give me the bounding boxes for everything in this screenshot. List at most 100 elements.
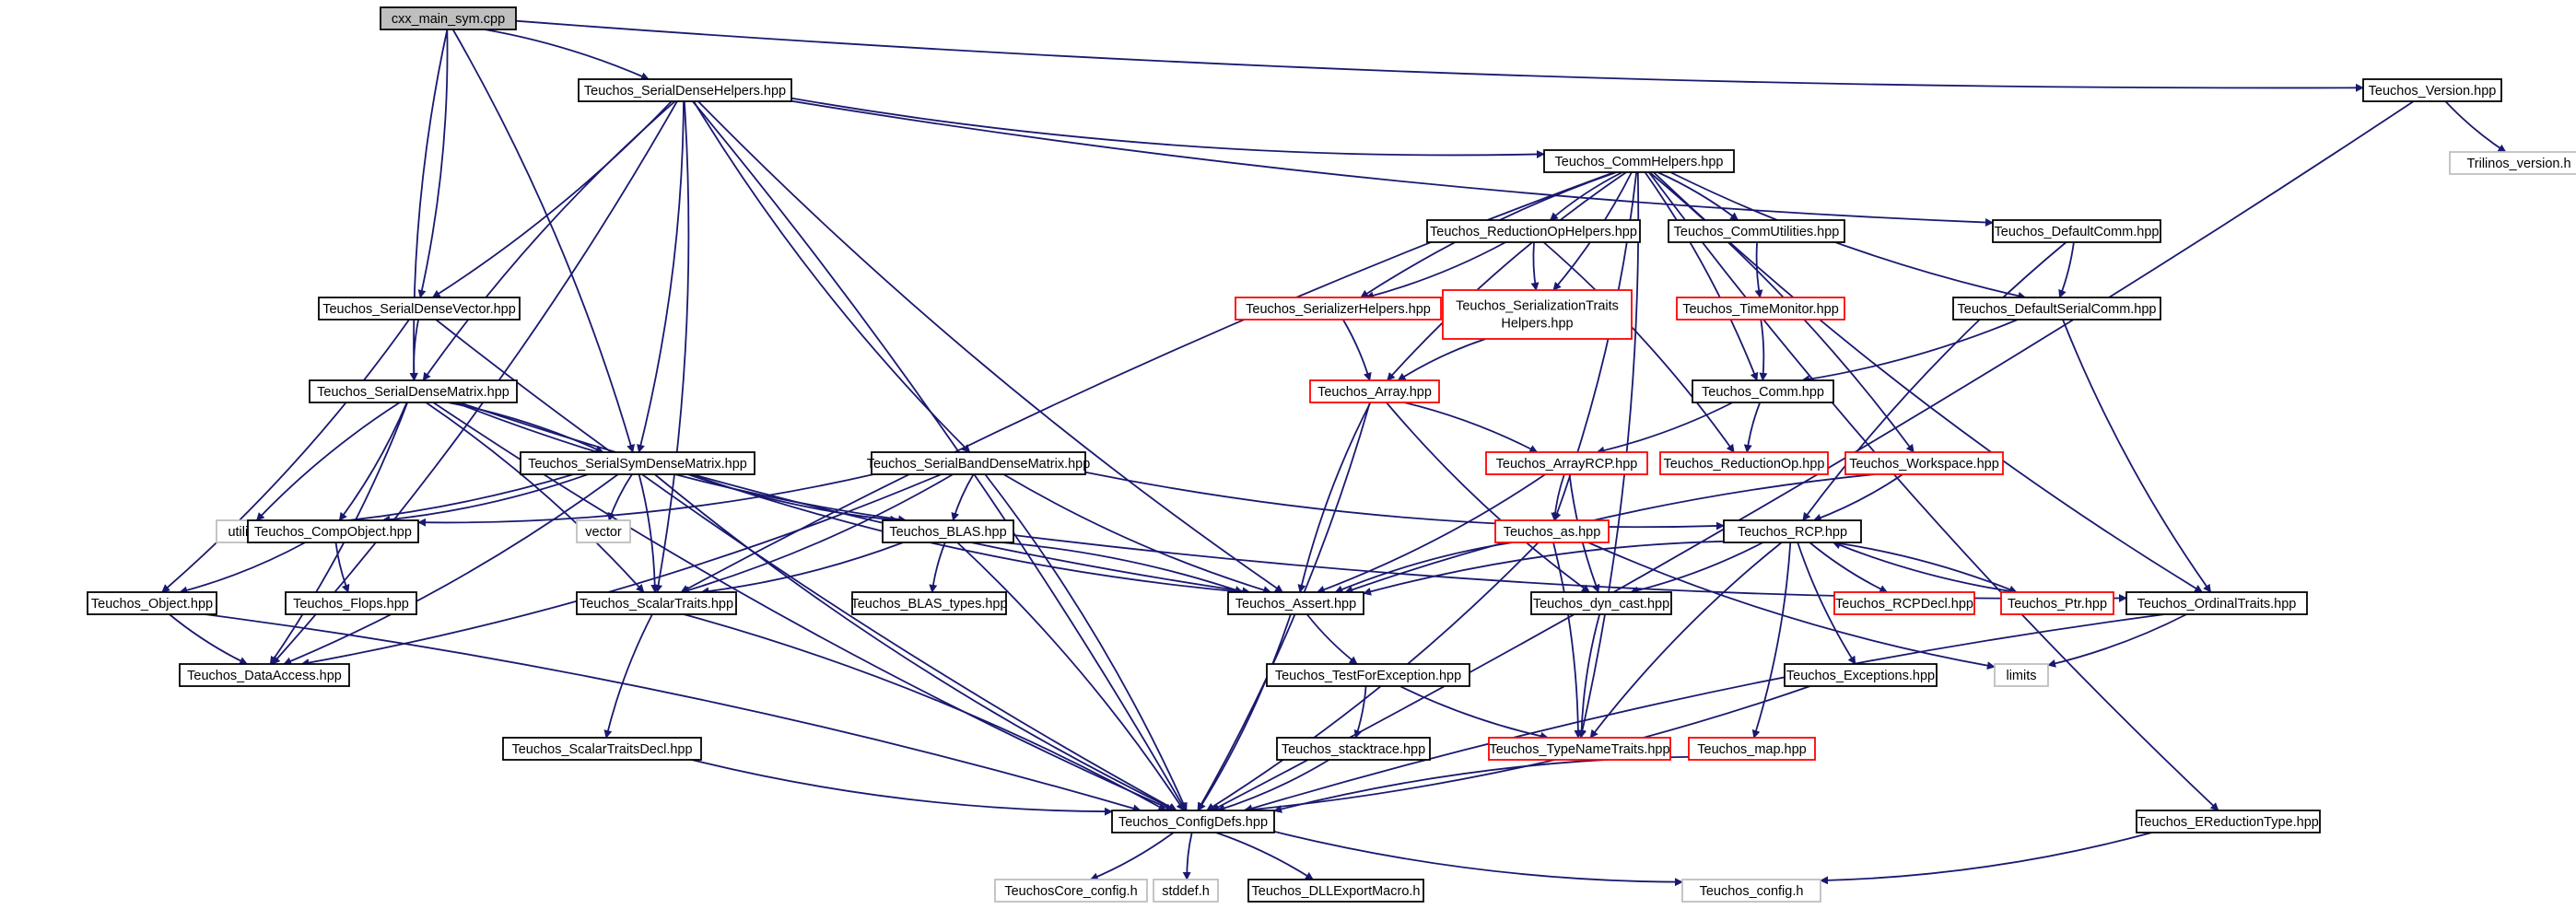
- node-box: [1309, 379, 1440, 403]
- node-box: [1111, 810, 1275, 833]
- edge-SerialDenseMatrix-to-ScalarTraits: [425, 402, 645, 593]
- node-SerialDenseMatrix[interactable]: Teuchos_SerialDenseMatrix.hpp: [309, 379, 518, 403]
- node-box: [1266, 663, 1470, 687]
- node-label: Teuchos_ReductionOp.hpp: [1664, 457, 1825, 472]
- node-box: [1688, 737, 1816, 761]
- edge-SerialBandDenseMatrix-to-CompObject: [417, 473, 874, 527]
- node-DefaultSerialComm[interactable]: Teuchos_DefaultSerialComm.hpp: [1952, 297, 2161, 320]
- node-map[interactable]: Teuchos_map.hpp: [1688, 737, 1816, 761]
- node-box: [1668, 219, 1845, 243]
- node-Assert[interactable]: Teuchos_Assert.hpp: [1227, 591, 1364, 615]
- node-cxx_main_sym[interactable]: cxx_main_sym.cpp: [380, 6, 517, 30]
- node-Trilinos_version: Trilinos_version.h: [2449, 151, 2576, 175]
- edge-Ptr-to-RCP: [1832, 541, 2017, 593]
- node-SerialBandDenseMatrix[interactable]: Teuchos_SerialBandDenseMatrix.hpp: [867, 451, 1091, 475]
- node-DefaultComm[interactable]: Teuchos_DefaultComm.hpp: [1992, 219, 2161, 243]
- node-label: Teuchos_RCPDecl.hpp: [1835, 597, 1973, 612]
- node-SerializerHelpers[interactable]: Teuchos_SerializerHelpers.hpp: [1235, 297, 1442, 320]
- node-RCP[interactable]: Teuchos_RCP.hpp: [1723, 519, 1862, 543]
- node-box: [1723, 519, 1862, 543]
- node-SerialDenseHelpers[interactable]: Teuchos_SerialDenseHelpers.hpp: [578, 78, 792, 102]
- node-box: [1485, 451, 1648, 475]
- node-DLLExportMacro[interactable]: Teuchos_DLLExportMacro.h: [1247, 879, 1424, 903]
- node-ArrayRCP[interactable]: Teuchos_ArrayRCP.hpp: [1485, 451, 1648, 475]
- node-TypeNameTraits[interactable]: Teuchos_TypeNameTraits.hpp: [1488, 737, 1671, 761]
- node-box: [1426, 219, 1641, 243]
- edge-CommHelpers-to-Comm: [1644, 171, 1759, 381]
- edge-TestForException-to-TypeNameTraits: [1399, 685, 1549, 740]
- node-Flops[interactable]: Teuchos_Flops.hpp: [285, 591, 417, 615]
- node-label: cxx_main_sym.cpp: [392, 12, 505, 27]
- edge-SerialBandDenseMatrix-to-BLAS: [951, 473, 975, 521]
- node-Array[interactable]: Teuchos_Array.hpp: [1309, 379, 1440, 403]
- edge-cxx_main_sym-to-SerialSymDenseMatrix: [451, 29, 635, 453]
- node-as[interactable]: Teuchos_as.hpp: [1494, 519, 1610, 543]
- edge-ScalarTraits-to-ConfigDefs: [683, 613, 1167, 811]
- node-box: [309, 379, 518, 403]
- edge-DefaultSerialComm-to-OrdinalTraits: [2062, 319, 2212, 593]
- edge-SerialDenseHelpers-to-SerialDenseMatrix: [422, 100, 676, 381]
- node-box: [1692, 379, 1834, 403]
- node-Version[interactable]: Teuchos_Version.hpp: [2362, 78, 2502, 102]
- node-label: Teuchos_ArrayRCP.hpp: [1496, 457, 1638, 472]
- node-label: Teuchos_Object.hpp: [91, 597, 213, 612]
- node-box: [2362, 78, 2502, 102]
- edge-TimeMonitor-to-Comm: [1759, 319, 1768, 381]
- node-label: Teuchos_DLLExportMacro.h: [1252, 884, 1421, 899]
- node-OrdinalTraits[interactable]: Teuchos_OrdinalTraits.hpp: [2125, 591, 2308, 615]
- node-label: TeuchosCore_config.h: [1004, 884, 1137, 899]
- node-ReductionOp[interactable]: Teuchos_ReductionOp.hpp: [1659, 451, 1829, 475]
- edge-OrdinalTraits-to-limits: [2047, 613, 2187, 668]
- node-Ptr[interactable]: Teuchos_Ptr.hpp: [2000, 591, 2114, 615]
- node-box: [1952, 297, 2161, 320]
- node-box: [318, 297, 521, 320]
- edge-SerialDenseHelpers-to-SerialDenseVector: [431, 100, 673, 298]
- node-Comm[interactable]: Teuchos_Comm.hpp: [1692, 379, 1834, 403]
- node-BLAS[interactable]: Teuchos_BLAS.hpp: [882, 519, 1014, 543]
- node-SerialDenseVector[interactable]: Teuchos_SerialDenseVector.hpp: [318, 297, 521, 320]
- node-label: Teuchos_SerialBandDenseMatrix.hpp: [867, 457, 1091, 472]
- node-ScalarTraits[interactable]: Teuchos_ScalarTraits.hpp: [576, 591, 737, 615]
- node-label: Teuchos_config.h: [1700, 884, 1804, 899]
- node-CommHelpers[interactable]: Teuchos_CommHelpers.hpp: [1543, 149, 1735, 173]
- node-label: Teuchos_EReductionType.hpp: [2137, 815, 2319, 830]
- node-Teuchos_config: Teuchos_config.h: [1681, 879, 1821, 903]
- edge-BLAS-to-ScalarTraits: [700, 542, 904, 596]
- edge-SerialDenseHelpers-to-SerialBandDenseMatrix: [693, 100, 971, 453]
- node-SerialSymDenseMatrix[interactable]: Teuchos_SerialSymDenseMatrix.hpp: [520, 451, 755, 475]
- node-label: Teuchos_Comm.hpp: [1702, 385, 1824, 400]
- edge-RCP-to-map: [1751, 542, 1792, 739]
- node-TimeMonitor[interactable]: Teuchos_TimeMonitor.hpp: [1676, 297, 1845, 320]
- edge-Assert-to-ConfigDefs: [1197, 613, 1292, 811]
- edge-Workspace-to-Assert: [1344, 473, 1875, 594]
- node-vector: vector: [576, 519, 631, 543]
- node-label: Teuchos_Exceptions.hpp: [1786, 669, 1935, 683]
- node-label: Teuchos_Array.hpp: [1317, 385, 1432, 400]
- node-label: Teuchos_ScalarTraitsDecl.hpp: [511, 742, 692, 757]
- node-stacktrace[interactable]: Teuchos_stacktrace.hpp: [1276, 737, 1431, 761]
- node-Workspace[interactable]: Teuchos_Workspace.hpp: [1844, 451, 2004, 475]
- edge-SerialDenseHelpers-to-Assert: [697, 100, 1283, 593]
- nodes-layer: cxx_main_sym.cppTeuchos_SerialDenseHelpe…: [87, 6, 2576, 903]
- node-RCPDecl[interactable]: Teuchos_RCPDecl.hpp: [1833, 591, 1975, 615]
- node-dyn_cast[interactable]: Teuchos_dyn_cast.hpp: [1530, 591, 1672, 615]
- node-ConfigDefs[interactable]: Teuchos_ConfigDefs.hpp: [1111, 810, 1275, 833]
- node-Object[interactable]: Teuchos_Object.hpp: [87, 591, 217, 615]
- node-ReductionOpHelpers[interactable]: Teuchos_ReductionOpHelpers.hpp: [1426, 219, 1641, 243]
- edge-CompObject-to-Flops: [334, 542, 350, 593]
- node-ScalarTraitsDecl[interactable]: Teuchos_ScalarTraitsDecl.hpp: [502, 737, 702, 761]
- node-DataAccess[interactable]: Teuchos_DataAccess.hpp: [179, 663, 350, 687]
- node-box: [576, 519, 631, 543]
- node-CommUtilities[interactable]: Teuchos_CommUtilities.hpp: [1668, 219, 1845, 243]
- node-CompObject[interactable]: Teuchos_CompObject.hpp: [247, 519, 419, 543]
- node-label: Teuchos_Assert.hpp: [1235, 597, 1356, 612]
- node-Exceptions[interactable]: Teuchos_Exceptions.hpp: [1784, 663, 1938, 687]
- edge-cxx_main_sym-to-Version: [515, 19, 2364, 92]
- node-EReductionType[interactable]: Teuchos_EReductionType.hpp: [2136, 810, 2321, 833]
- node-BLAS_types[interactable]: Teuchos_BLAS_types.hpp: [850, 591, 1008, 615]
- node-TestForException[interactable]: Teuchos_TestForException.hpp: [1266, 663, 1470, 687]
- edge-as-to-TypeNameTraits: [1552, 542, 1583, 739]
- node-box: [1488, 737, 1671, 761]
- edge-Object-to-DataAccess: [169, 613, 249, 665]
